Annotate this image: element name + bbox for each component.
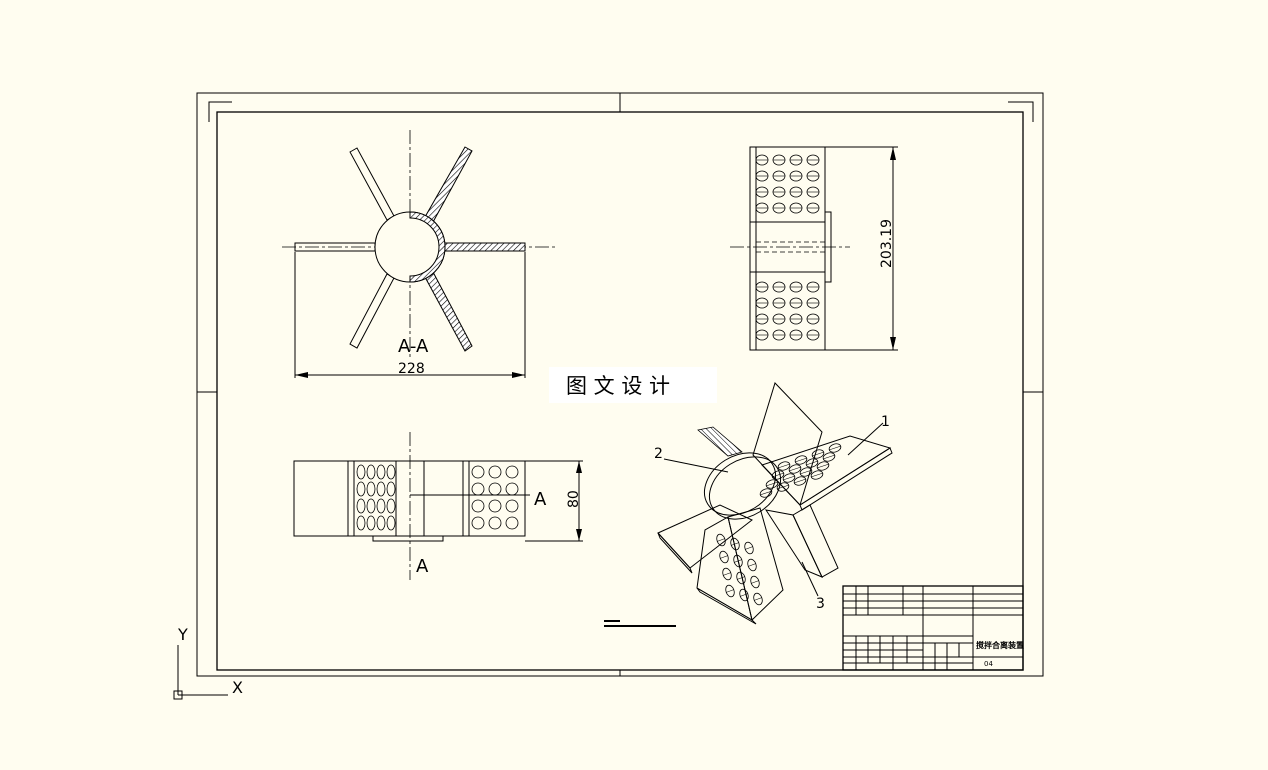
isometric-view: 2 1 3 [654,382,893,625]
perforation-hole [366,464,376,480]
dimension-228: 228 [398,361,425,377]
perforation-hole [386,515,396,531]
perforation-hole [366,515,376,531]
perforation-hole [505,516,519,530]
perforation-hole [376,515,386,531]
part-label-2: 2 [654,446,663,462]
perforation-hole-line [717,538,725,542]
technical-notes [604,620,676,627]
title-block-drawing-no: 04 [984,660,993,668]
perforation-hole [471,465,485,479]
perforation-hole-line [829,445,841,451]
perforation-hole [366,498,376,514]
ucs-x-label: X [232,678,243,697]
section-mark-a-bottom: A [416,556,429,577]
title-block: 搅拌合离装置 04 [842,585,1024,671]
side-view: 203.19 [730,146,898,351]
perforation-hole [488,516,502,530]
perforation-hole [505,499,519,513]
perforation-hole-line [740,593,748,597]
perforation-hole [386,498,396,514]
perforation-hole [488,499,502,513]
perforation-hole [356,481,366,497]
perforation-hole-line [731,542,739,546]
title-block-drawing-title: 搅拌合离装置 [976,640,1024,650]
perforation-hole [505,482,519,496]
perforation-hole [471,499,485,513]
perforation-hole [471,516,485,530]
perforation-hole-line [748,563,756,567]
ucs-icon: Y X [173,625,243,700]
perforation-hole [356,515,366,531]
perforation-hole [471,482,485,496]
perforation-hole-line [800,469,812,475]
perforation-hole-line [823,454,835,460]
part-label-3: 3 [816,596,825,612]
perforation-hole-line [734,559,742,563]
ucs-y-label: Y [177,625,188,644]
section-view-a-a: 228 A-A [282,130,555,378]
perforation-hole-line [745,546,753,550]
perforation-hole [386,481,396,497]
perforation-hole-line [789,466,801,472]
dimension-80: 80 [566,490,582,508]
perforation-hole-line [812,451,824,457]
perforation-hole [356,464,366,480]
perforation-hole [488,482,502,496]
perforation-hole-line [795,457,807,463]
section-label-a-a: A-A [398,336,429,357]
front-view: 80 A A [293,432,583,580]
perforation-hole [386,464,396,480]
perforation-hole-line [726,589,734,593]
perforation-hole-line [720,555,728,559]
perforation-hole [376,498,386,514]
watermark: 图 文 设 计 [549,367,717,403]
perforation-hole-line [783,475,795,481]
section-mark-a-right: A [534,489,547,510]
perforation-hole-line [811,472,823,478]
watermark-text: 图 文 设 计 [566,374,670,398]
perforation-hole-line [751,580,759,584]
perforation-hole-line [817,463,829,469]
perforation-hole-line [723,572,731,576]
perforation-hole-line [778,463,790,469]
perforation-hole-line [760,490,772,496]
perforation-hole [376,481,386,497]
perforation-hole [505,465,519,479]
perforation-hole-line [772,472,784,478]
perforation-hole-line [737,576,745,580]
part-label-1: 1 [881,414,890,430]
perforation-hole [356,498,366,514]
perforation-hole-line [794,478,806,484]
perforation-hole [366,481,376,497]
perforation-hole-line [766,481,778,487]
perforation-hole [376,464,386,480]
dimension-203-19: 203.19 [879,219,895,268]
perforation-hole-line [754,597,762,601]
sheet-border [196,92,1044,677]
perforation-hole-line [806,460,818,466]
perforation-hole [488,465,502,479]
